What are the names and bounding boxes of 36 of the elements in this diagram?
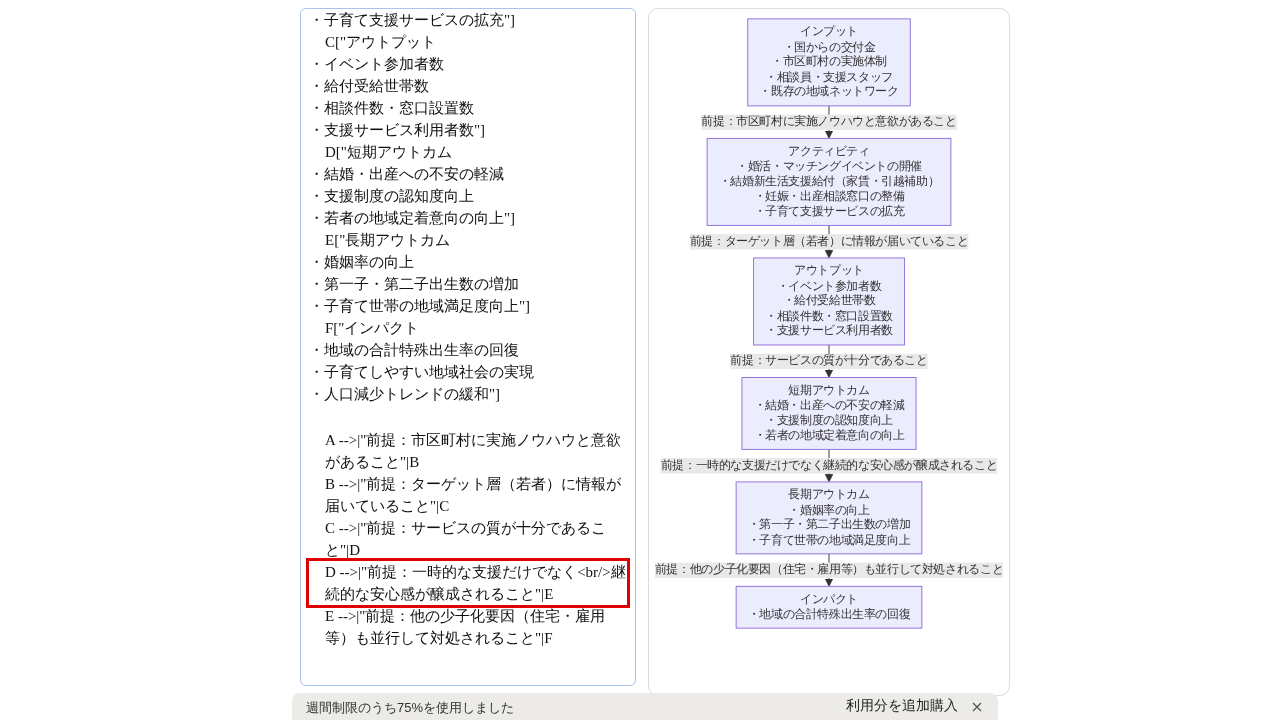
node-box: 短期アウトカム ・結婚・出産への不安の軽減 ・支援制度の認知度向上 ・若者の地域定着意向の向上 [741,376,917,450]
code-line: ・人口減少トレンドの緩和"] [309,385,502,404]
edge-label: 前提：ターゲット層（若者）に情報が届いていること [689,234,969,248]
code-line: ・イベント参加者数 [309,55,445,74]
edge-label: 前提：他の少子化要因（住宅・雇用等）も並行して対処されること [654,562,1004,577]
code-line: E -->|"前提：他の少子化要因（住宅・雇用等）も並行して対処されること"|F [324,607,607,648]
code-line: ・給付受給世帯数 [309,77,430,96]
code-line: D -->|"前提：一時的な支援だけでなく<br/>継続的な安心感が醸成されること"|E [309,561,627,605]
code-line: ・支援制度の認知度向上 [309,187,475,206]
code-line: ・子育てしやすい地域社会の実現 [309,363,535,382]
code-line: ・子育て世帯の地域満足度向上"] [309,297,532,316]
code-line: E["長期アウトカム [324,231,452,250]
code-line: C["アウトプット [324,33,438,52]
code-line: F["インパクト [324,319,421,338]
edge-label: 前提：一時的な支援だけでなく継続的な安心感が醸成されること [660,458,998,472]
code-line: ・結婚・出産への不安の軽減 [309,165,505,184]
node-box: 長期アウトカム ・婚姻率の向上 ・第一子・第二子出生数の増加 ・子育て世帯の地域満足度向上 [735,481,923,555]
node-box: インパクト ・地域の合計特殊出生率の回復 [735,585,923,629]
edge-label: 前提：サービスの質が十分であること [730,353,928,368]
code-line: ・地域の合計特殊出生率の回復 [309,341,520,360]
code-line: D["短期アウトカム [324,143,453,162]
purchase-link: 利用分を追加購入 [846,697,958,715]
code-line: B -->|"前提：ターゲット層（若者）に情報が届いていること"|C [324,475,623,516]
node-box: インプット ・国からの交付金 ・市区町村の実施体制 ・相談員・支援スタッフ ・既存の地域ネットワーク [747,18,911,107]
code-line: C -->|"前提：サービスの質が十分であること"|D [324,519,608,560]
node-box: アウトプット ・イベント参加者数 ・給付受給世帯数 ・相談件数・窓口設置数 ・支援サービス利用者数 [753,257,905,346]
usage-notice: 週間制限のうち75%を使用しました [306,699,515,717]
code-line: ・子育て支援サービスの拡充"] [309,11,517,30]
code-line: ・若者の地域定着意向の向上"] [309,209,517,228]
edge-label: 前提：市区町村に実施ノウハウと意欲があること [701,114,957,129]
code-line: A -->|"前提：市区町村に実施ノウハウと意欲があること"|B [324,431,623,472]
code-line: ・第一子・第二子出生数の増加 [309,275,520,294]
code-line: ・支援サービス利用者数"] [309,121,487,140]
node-box: アクティビティ ・婚活・マッチングイベントの開催 ・結婚新生活支援給付（家賃・引越補助） ・妊娠・出産相談窓口の整備 ・子育て支援サービスの拡充 [706,137,952,226]
code-line: ・相談件数・窓口設置数 [309,99,475,118]
code-line: ・婚姻率の向上 [309,253,415,272]
